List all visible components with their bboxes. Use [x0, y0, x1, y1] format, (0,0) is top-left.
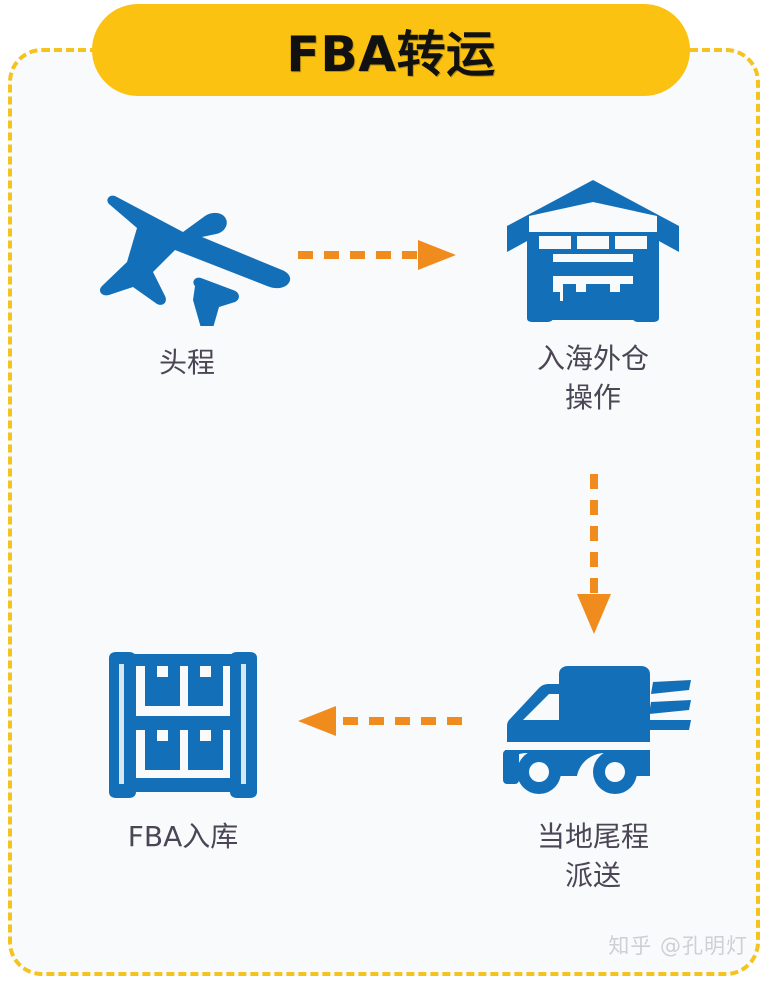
diagram-title-pill: FBA转运 — [92, 4, 690, 96]
storage-rack-icon — [103, 650, 263, 800]
delivery-truck-icon — [493, 660, 693, 800]
node-overseas-warehouse-label: 入海外仓 操作 — [536, 342, 649, 414]
node-last-mile-label: 当地尾程 派送 — [536, 820, 649, 892]
arrow-air-to-warehouse — [296, 238, 464, 277]
arrow-warehouse-to-truck — [572, 472, 616, 645]
node-last-mile: 当地尾程 派送 — [468, 660, 718, 895]
arrow-truck-to-fba — [284, 704, 464, 743]
airplane-icon — [79, 176, 295, 326]
node-fba-inbound-label: FBA入库 — [127, 820, 239, 853]
node-overseas-warehouse: 入海外仓 操作 — [468, 176, 718, 417]
warehouse-icon — [505, 176, 681, 322]
page-title: FBA转运 — [286, 25, 496, 83]
node-fba-inbound: FBA入库 — [58, 650, 308, 857]
node-first-leg-label: 头程 — [158, 346, 215, 379]
node-first-leg: 头程 — [62, 176, 312, 383]
watermark: 知乎 @孔明灯 — [608, 934, 748, 958]
